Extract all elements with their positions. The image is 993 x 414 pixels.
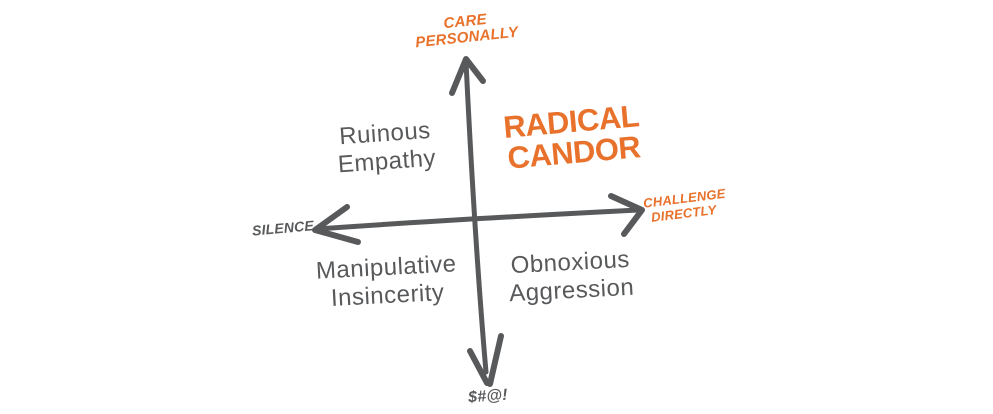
quadrant-label-manipulative-insincerity: Manipulative Insincerity	[315, 250, 458, 313]
up-arrowhead-icon	[449, 56, 486, 96]
left-arrowhead-icon	[312, 204, 361, 245]
quadrant-label-obnoxious-aggression: Obnoxious Aggression	[508, 245, 635, 308]
down-arrowhead-icon-barb	[487, 333, 504, 387]
quadrant-label-radical-candor: RADICAL CANDOR	[501, 98, 642, 176]
down-arrowhead-icon	[467, 348, 490, 386]
quadrant-label-ruinous-empathy: Ruinous Empathy	[337, 116, 437, 179]
right-arrowhead-icon	[608, 193, 645, 237]
horizontal-axis-line	[314, 207, 642, 232]
